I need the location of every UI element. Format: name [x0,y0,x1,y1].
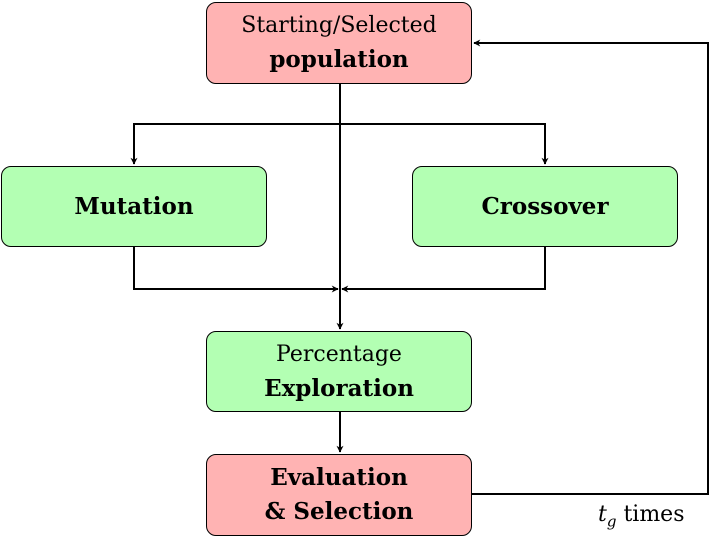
node-evaluation-line2: & Selection [264,498,414,525]
node-mutation-label: Mutation [74,192,194,220]
node-starting-population-line2: population [269,46,409,73]
node-mutation: Mutation [1,166,267,247]
node-evaluation-selection: Evaluation & Selection [206,454,472,536]
arrow-start-to-mutation [130,123,340,165]
arrow-crossover-to-merge [341,247,546,293]
arrow-mutation-to-merge [133,247,339,293]
node-percentage-line2: Exploration [264,374,414,402]
loop-suffix: times [616,502,685,527]
loop-variable: t [598,502,607,527]
arrow-feedback-loop [472,39,709,495]
node-starting-population-line1: Starting/Selected [241,13,437,38]
node-starting-population: Starting/Selected population [206,2,472,84]
node-percentage-exploration: Percentage Exploration [206,331,472,412]
loop-count-label: tg times [598,501,685,535]
node-crossover-label: Crossover [481,192,609,220]
node-percentage-line1: Percentage [276,341,402,367]
loop-variable-subscript: g [606,512,617,531]
node-evaluation-line1: Evaluation [270,464,408,491]
node-crossover: Crossover [412,166,678,247]
arrow-start-to-crossover [340,123,549,165]
